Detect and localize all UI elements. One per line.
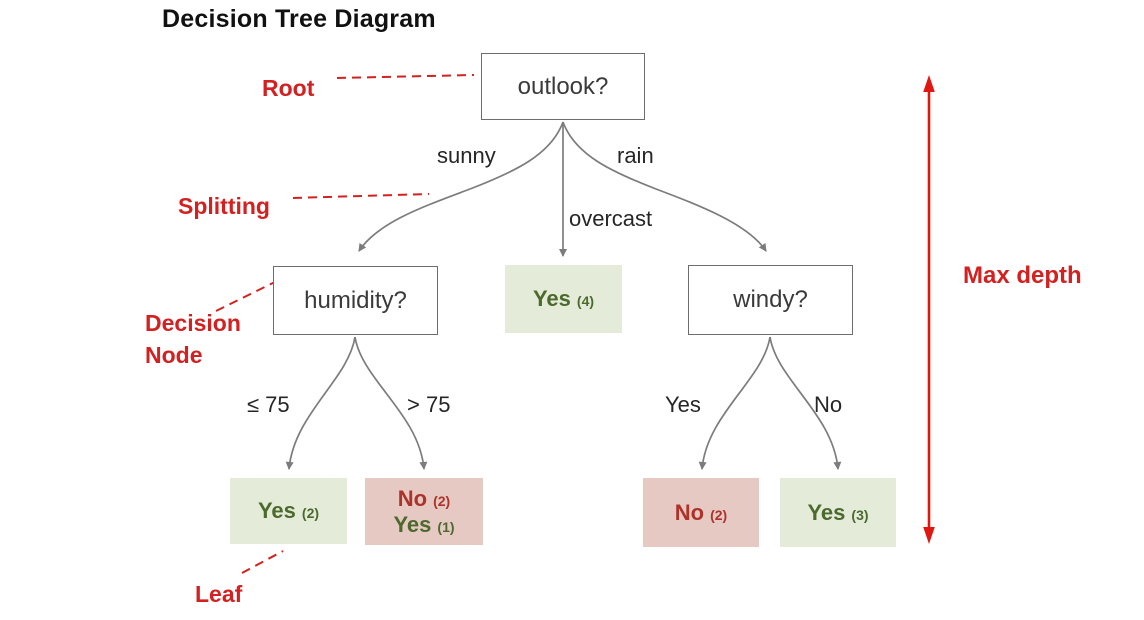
windy-node-label: windy?	[733, 286, 808, 313]
leaf-humidity-right-text2: Yes	[393, 512, 432, 537]
max-depth-arrow	[923, 75, 935, 544]
branch-label-humidity-right: > 75	[407, 392, 451, 417]
leaf-humidity-left-text: Yes	[257, 498, 296, 524]
edge-humidity-noyes-leaf	[354, 336, 428, 470]
leaf-overcast-text: Yes	[532, 286, 571, 312]
max-depth-arrow-bottom-head	[923, 527, 935, 544]
leaf-humidity-right: No (2) Yes (1)	[365, 478, 483, 545]
branch-label-humidity-left: ≤ 75	[247, 392, 290, 417]
annotation-max-depth: Max depth	[963, 262, 1082, 289]
edge-humidity-yes2-leaf	[285, 336, 356, 470]
leaf-humidity-left-line: Yes (2)	[258, 498, 319, 523]
leaf-windy-right-line: Yes (3)	[807, 500, 868, 525]
leaf-overcast-count: (4)	[576, 293, 595, 310]
page-title: Decision Tree Diagram	[162, 5, 436, 33]
annotation-leaf: Leaf	[195, 581, 243, 607]
leaf-humidity-right-count1: (2)	[433, 492, 451, 509]
annotation-decision-node: Decision Node	[145, 310, 241, 369]
decision-node-humidity: humidity?	[273, 266, 438, 335]
branch-label-sunny: sunny	[437, 143, 496, 168]
branch-label-windy-no: No	[814, 392, 843, 417]
leaf-windy-left-text: No	[674, 499, 705, 525]
edge-outlook-windy	[562, 121, 767, 252]
leaf-humidity-left: Yes (2)	[230, 478, 347, 544]
decision-node-windy: windy?	[688, 265, 853, 335]
leaf-humidity-right-line1: No (2)	[398, 486, 450, 511]
max-depth-arrow-top-head	[923, 75, 935, 92]
edge-windy-no2-leaf	[698, 336, 771, 470]
leaf-windy-right-count: (3)	[851, 506, 869, 523]
root-node-label: outlook?	[517, 72, 609, 100]
branch-label-overcast: overcast	[569, 206, 653, 231]
leaf-overcast-line: Yes (4)	[533, 286, 594, 311]
leaf-humidity-left-count: (2)	[301, 505, 320, 522]
leaf-pointer-dashes	[241, 550, 284, 574]
branch-label-windy-yes: Yes	[665, 392, 701, 417]
annotation-splitting: Splitting	[178, 193, 270, 219]
leaf-humidity-right-line2: Yes (1)	[393, 512, 454, 537]
humidity-node-label: humidity?	[304, 286, 407, 314]
decision-node-pointer-dashes	[215, 278, 282, 312]
leaf-humidity-right-text1: No	[397, 485, 428, 511]
leaf-humidity-right-count2: (1)	[437, 519, 455, 535]
root-node-outlook: outlook?	[481, 53, 645, 120]
edge-outlook-humidity	[358, 121, 564, 252]
leaf-windy-left-count: (2)	[710, 506, 728, 523]
edge-windy-yes3-leaf	[769, 336, 842, 470]
branch-label-rain: rain	[617, 143, 654, 168]
annotation-root: Root	[262, 75, 315, 101]
splitting-pointer-dashes	[292, 193, 430, 199]
leaf-windy-right: Yes (3)	[780, 478, 896, 547]
leaf-overcast: Yes (4)	[505, 265, 622, 333]
leaf-windy-left: No (2)	[643, 478, 759, 547]
leaf-windy-left-line: No (2)	[675, 500, 727, 525]
leaf-windy-right-text: Yes	[807, 499, 846, 525]
root-pointer-dashes	[336, 74, 475, 79]
